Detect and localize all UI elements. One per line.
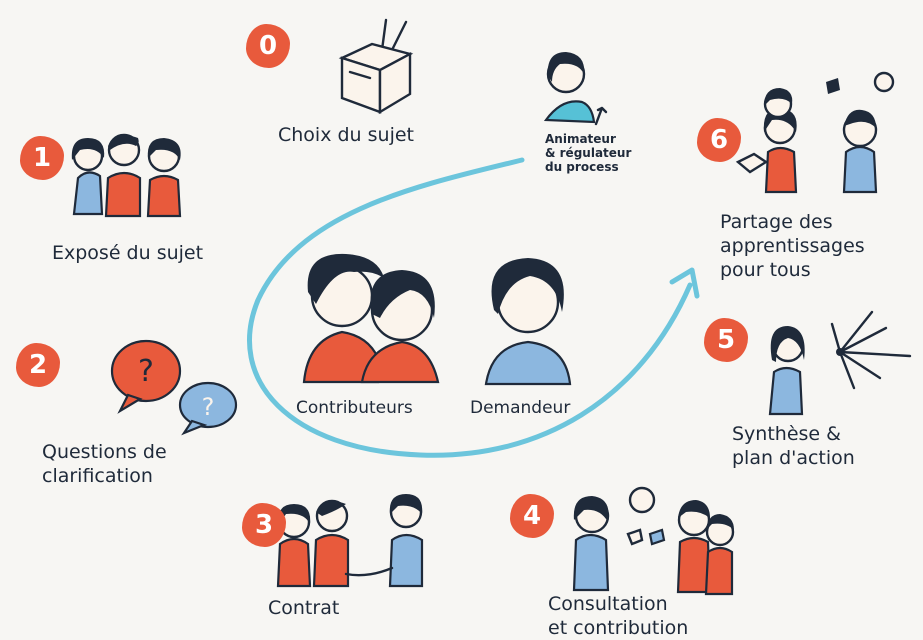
requester-label: Demandeur — [470, 398, 571, 418]
box-with-pencils-illustration — [338, 18, 414, 115]
sharing-illustration — [735, 71, 895, 194]
synthesis-illustration — [768, 310, 912, 416]
step-badge-4: 4 — [510, 494, 554, 538]
question-bubbles-illustration: ? ? — [110, 339, 238, 436]
contributors-label: Contributeurs — [296, 398, 413, 418]
step-label-4: Consultation et contribution — [548, 593, 689, 639]
consultation-illustration — [572, 486, 735, 596]
process-flow-arrow — [247, 157, 693, 458]
three-people-illustration — [71, 133, 182, 218]
step-badge-3: 3 — [242, 503, 286, 547]
process-flow-arrowhead — [669, 267, 700, 299]
step-badge-2: 2 — [16, 343, 60, 387]
step-label-6: Partage des apprentissages pour tous — [720, 211, 865, 281]
step-badge-5: 5 — [704, 318, 748, 362]
step-label-0: Choix du sujet — [278, 124, 414, 146]
step-badge-6: 6 — [697, 118, 741, 162]
contributors-illustration — [302, 253, 440, 384]
facilitator-illustration — [543, 52, 608, 126]
svg-text:?: ? — [138, 354, 154, 389]
step-badge-0: 0 — [246, 24, 290, 68]
facilitator-label: Animateur & régulateur du process — [545, 132, 632, 174]
step-label-1: Exposé du sujet — [52, 242, 204, 264]
step-label-5: Synthèse & plan d'action — [732, 423, 855, 469]
step-label-2: Questions de clarification — [42, 441, 167, 487]
contract-illustration — [276, 494, 424, 588]
svg-text:?: ? — [202, 393, 215, 421]
requester-illustration — [484, 258, 572, 386]
step-label-3: Contrat — [268, 597, 340, 619]
step-badge-1: 1 — [20, 136, 64, 180]
